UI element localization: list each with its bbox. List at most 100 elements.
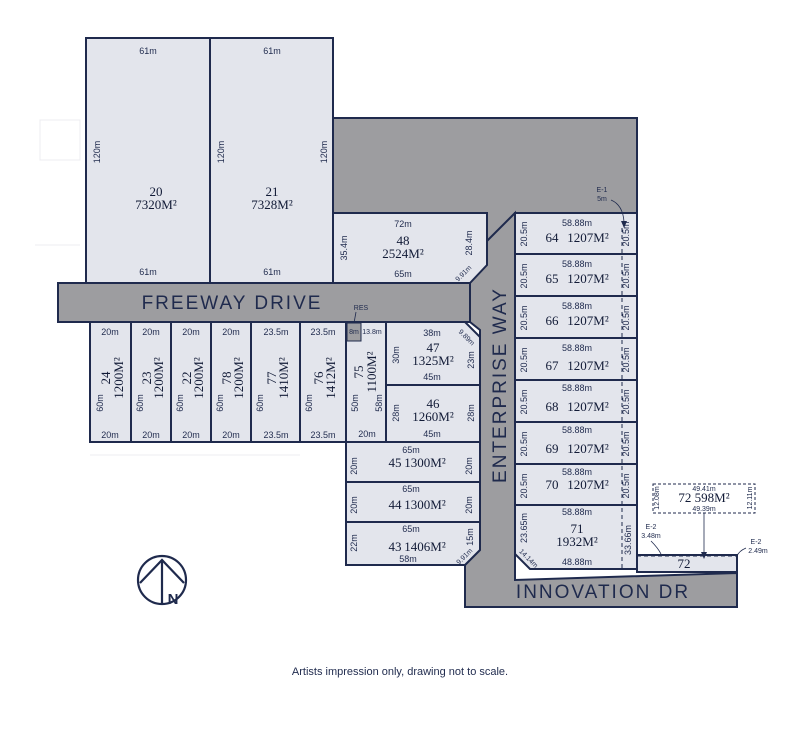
lot-48-right-dim: 28.4m	[464, 230, 474, 255]
lot-46[interactable]: 45m 28m 28m 46 1260M²	[385, 384, 481, 443]
lot-78-number: 78	[219, 372, 234, 385]
lot-69[interactable]: 58.88m 20.5m 20.5m 69 1207M²	[514, 421, 638, 465]
e2-right-label: E-2	[751, 539, 762, 546]
lot-20-area: 7320M²	[135, 197, 177, 212]
lot-64[interactable]: 58.88m 20.5m 20.5m 64 1207M²	[514, 212, 638, 255]
lot-67-number: 67	[546, 358, 560, 373]
lot-45[interactable]: 65m 20m 20m 45 1300M²	[345, 441, 481, 483]
lot-70[interactable]: 58.88m 20.5m 20.5m 70 1207M²	[514, 463, 638, 506]
e1-dim: 5m	[597, 196, 607, 203]
lot-45-right-dim: 20m	[464, 457, 474, 475]
res-width-dim: 8m	[349, 329, 359, 336]
lot-45-area: 1300M²	[404, 455, 446, 470]
lot-21[interactable]: 61m 61m 120m 120m 21 7328M²	[209, 37, 334, 284]
lot-75-bottom-dim: 20m	[358, 429, 376, 439]
lot-68-area: 1207M²	[567, 399, 609, 414]
lot-71-top-dim: 58.88m	[562, 507, 592, 517]
lot-68[interactable]: 58.88m 20.5m 20.5m 68 1207M²	[514, 379, 638, 423]
easement-e1-callout: E-1 5m	[597, 187, 627, 228]
lot-70-area: 1207M²	[567, 477, 609, 492]
lot-65-area: 1207M²	[567, 271, 609, 286]
lot-76-number: 76	[311, 371, 326, 385]
res-reserve: 8m RES	[346, 305, 369, 342]
lot-64-right-dim: 20.5m	[621, 221, 631, 246]
lot-22-number: 22	[179, 372, 194, 385]
lot-77[interactable]: 23.5m 23.5m 60m 77 1410M²	[250, 321, 301, 443]
lot-78-area: 1200M²	[231, 357, 246, 399]
lot-72[interactable]: 72	[636, 554, 738, 573]
easement-e2-left-callout: E-2 3.48m	[641, 524, 662, 555]
res-label: RES	[354, 305, 369, 312]
lot-72-bottom-dim: 49.39m	[692, 506, 716, 513]
lot-66-right-dim: 20.5m	[621, 305, 631, 330]
lot-72-left-dim: 12.08m	[654, 486, 661, 510]
lot-47-left-dim: 30m	[391, 346, 401, 364]
lot-72-inset: 49.41m 49.39m 12.08m 12.11m 72 598M²	[652, 483, 756, 559]
lot-24[interactable]: 20m 20m 60m 24 1200M²	[89, 321, 132, 443]
lot-71[interactable]: 58.88m 48.88m 23.65m 33.66m 14.14m 71 19…	[514, 504, 638, 570]
lot-23[interactable]: 20m 20m 60m 23 1200M²	[130, 321, 172, 443]
lot-48-number: 48	[397, 233, 410, 248]
lot-45-left-dim: 20m	[349, 457, 359, 475]
lot-75-top-dim: 13.8m	[362, 329, 382, 336]
lot-24-bottom-dim: 20m	[101, 430, 119, 440]
lot-68-left-dim: 20.5m	[519, 389, 529, 414]
lot-66-left-dim: 20.5m	[519, 305, 529, 330]
lot-44[interactable]: 65m 20m 20m 44 1300M²	[345, 481, 481, 523]
lot-47[interactable]: 38m 45m 30m 23m 9.89m 47 1325M²	[385, 321, 481, 386]
lot-22[interactable]: 20m 20m 60m 22 1200M²	[170, 321, 212, 443]
lot-78[interactable]: 20m 20m 60m 78 1200M²	[210, 321, 252, 443]
lot-24-top-dim: 20m	[101, 327, 119, 337]
lot-23-area: 1200M²	[151, 357, 166, 399]
lot-45-top-dim: 65m	[402, 445, 420, 455]
lot-72-number: 72	[678, 556, 691, 571]
lot-44-left-dim: 20m	[349, 496, 359, 514]
lot-75-area: 1100M²	[364, 351, 379, 392]
lot-71-left-dim: 23.65m	[519, 513, 529, 543]
lot-24-number: 24	[98, 371, 113, 385]
lot-22-bottom-dim: 20m	[182, 430, 200, 440]
lot-66-top-dim: 58.88m	[562, 301, 592, 311]
lot-69-top-dim: 58.88m	[562, 425, 592, 435]
lot-67[interactable]: 58.88m 20.5m 20.5m 67 1207M²	[514, 337, 638, 381]
lot-66-number: 66	[546, 313, 560, 328]
lot-67-right-dim: 20.5m	[621, 347, 631, 372]
lot-76-bottom-dim: 23.5m	[310, 430, 335, 440]
lot-43-left-dim: 22m	[349, 534, 359, 552]
lot-20-top-dim: 61m	[139, 46, 157, 56]
lot-20-bottom-dim: 61m	[139, 267, 157, 277]
lot-23-side-dim: 60m	[135, 394, 145, 412]
lot-76[interactable]: 23.5m 23.5m 60m 76 1412M²	[299, 321, 347, 443]
lot-71-right-dim: 33.66m	[623, 525, 633, 555]
lot-65-number: 65	[546, 271, 559, 286]
lot-71-area: 1932M²	[556, 534, 598, 549]
lot-75-number: 75	[351, 366, 366, 379]
lot-71-bottom-dim: 48.88m	[562, 557, 592, 567]
lot-65[interactable]: 58.88m 20.5m 20.5m 65 1207M²	[514, 253, 638, 297]
lot-67-top-dim: 58.88m	[562, 343, 592, 353]
lot-21-top-dim: 61m	[263, 46, 281, 56]
lot-72-inset-label: 72 598M²	[678, 490, 729, 505]
lot-78-side-dim: 60m	[215, 394, 225, 412]
lot-78-bottom-dim: 20m	[222, 430, 240, 440]
lot-21-number: 21	[266, 184, 279, 199]
freeway-drive-label: FREEWAY DRIVE	[142, 293, 323, 314]
lot-21-bottom-dim: 61m	[263, 267, 281, 277]
lot-23-top-dim: 20m	[142, 327, 160, 337]
lot-75[interactable]: 13.8m 20m 50m 58m 75 1100M²	[345, 321, 387, 443]
lot-76-side-dim: 60m	[304, 394, 314, 412]
lot-20[interactable]: 61m 61m 120m 20 7320M²	[85, 37, 211, 284]
lot-77-number: 77	[264, 371, 279, 385]
lot-65-left-dim: 20.5m	[519, 263, 529, 288]
lot-77-side-dim: 60m	[255, 394, 265, 412]
lot-46-area: 1260M²	[412, 409, 454, 424]
innovation-dr-label: INNOVATION DR	[516, 582, 690, 603]
lot-64-area: 1207M²	[567, 230, 609, 245]
lot-68-number: 68	[546, 399, 559, 414]
lot-66[interactable]: 58.88m 20.5m 20.5m 66 1207M²	[514, 295, 638, 339]
north-arrow: N	[136, 554, 188, 608]
lot-65-right-dim: 20.5m	[621, 263, 631, 288]
lot-43[interactable]: 65m 58m 22m 15m 9.91m 43 1406M²	[345, 521, 481, 566]
lot-44-right-dim: 20m	[464, 496, 474, 514]
lot-48[interactable]: 72m 65m 35.4m 28.4m 9.91m 48 2524M²	[332, 212, 488, 284]
